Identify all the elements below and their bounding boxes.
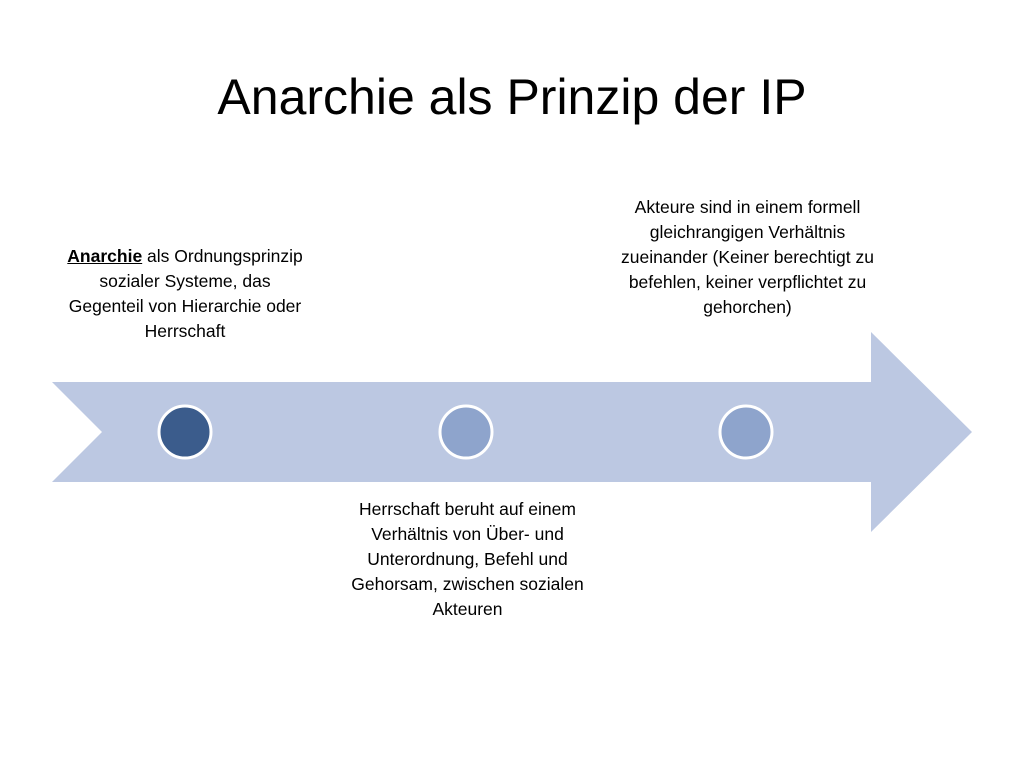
timeline-keyword-1: Anarchie xyxy=(67,246,143,266)
timeline-node-2 xyxy=(438,404,494,460)
timeline-body-1: als Ordnungsprinzip sozialer Systeme, da… xyxy=(68,246,303,341)
slide-title: Anarchie als Prinzip der IP xyxy=(217,69,807,125)
timeline-text-1: Anarchie als Ordnungsprinzip sozialer Sy… xyxy=(60,244,310,344)
timeline-body-3: Akteure sind in einem formell gleichrang… xyxy=(621,197,874,317)
timeline-node-1 xyxy=(157,404,213,460)
arrow-body xyxy=(52,332,972,532)
timeline-text-3: Akteure sind in einem formell gleichrang… xyxy=(620,195,875,320)
timeline-text-2: Herrschaft beruht auf einem Verhältnis v… xyxy=(340,497,595,622)
timeline-body-2: Herrschaft beruht auf einem Verhältnis v… xyxy=(351,499,584,619)
timeline-node-3 xyxy=(718,404,774,460)
